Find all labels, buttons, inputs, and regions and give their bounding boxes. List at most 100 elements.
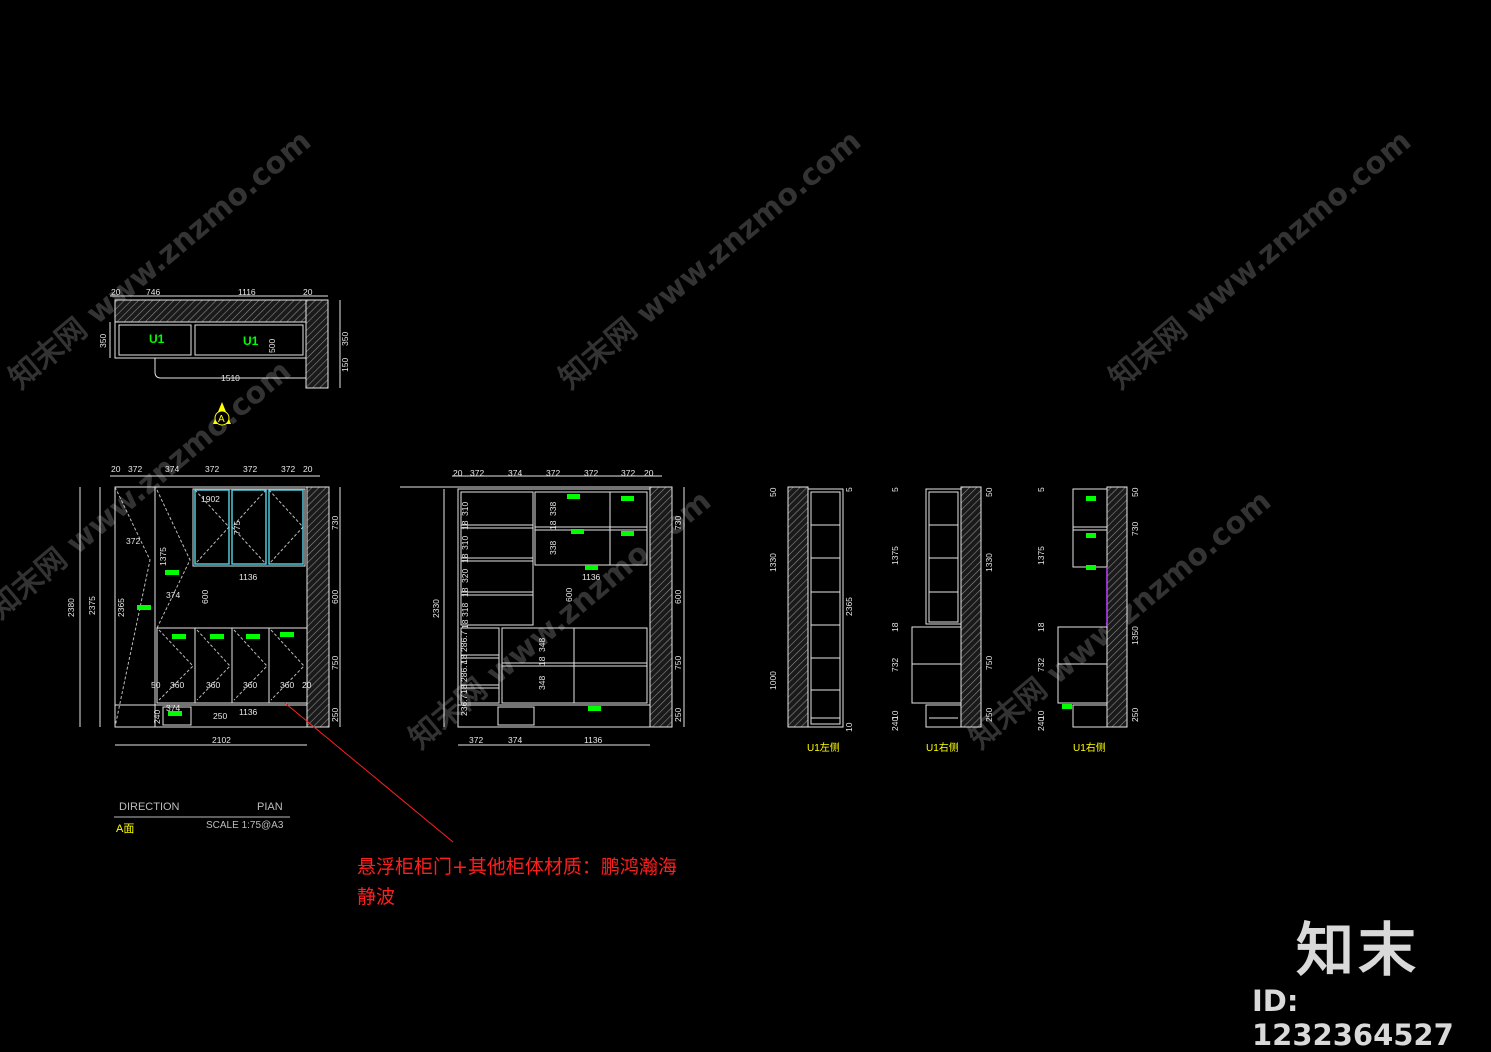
elev-a-upper-cabinet [192,488,306,567]
svg-text:10: 10 [1036,710,1046,720]
plan-cabinet-u1-left [118,324,192,356]
svg-text:338: 338 [548,502,558,516]
direction-marker: A [213,402,231,426]
svg-text:310: 310 [460,536,470,550]
svg-text:20: 20 [644,468,654,478]
svg-text:732: 732 [1036,658,1046,672]
svg-text:775: 775 [232,521,242,535]
svg-text:5: 5 [1036,487,1046,492]
svg-text:372: 372 [281,464,295,474]
plan-cabinet-u1-right [194,324,304,356]
svg-text:360: 360 [206,680,220,690]
side-view-right-dims: 5 1375 18 732 10 240 50 1330 750 250 [890,487,994,731]
svg-text:600: 600 [200,590,210,604]
plan-dim: 20 [303,287,313,297]
svg-text:1375: 1375 [1036,546,1046,565]
svg-text:372: 372 [546,468,560,478]
svg-text:286.7: 286.7 [459,660,469,682]
side-view-right [911,486,982,728]
svg-text:1136: 1136 [582,572,601,582]
svg-text:320: 320 [460,569,470,583]
svg-text:730: 730 [330,516,340,530]
plan-dim: 20 [111,287,121,297]
svg-text:2365: 2365 [844,597,854,616]
svg-text:372: 372 [243,464,257,474]
svg-text:10: 10 [890,710,900,720]
watermark-layer: 知末网 www.znzmo.com 知末网 www.znzmo.com 知末网 … [0,124,1418,757]
svg-text:1330: 1330 [768,553,778,572]
svg-text:374: 374 [165,464,179,474]
plan-dim: 350 [98,334,108,348]
plan-wall-back [114,299,307,323]
svg-text:374: 374 [508,735,522,745]
side-view-left-dims: 50 1330 1000 5 2365 10 [768,487,854,732]
svg-text:240: 240 [152,710,162,724]
plan-label: PIAN [257,801,283,813]
svg-text:236.7: 236.7 [459,694,469,716]
elev-a-wall [306,486,330,728]
svg-text:730: 730 [1130,522,1140,536]
svg-text:250: 250 [330,708,340,722]
plan-view [109,295,341,389]
svg-text:372: 372 [205,464,219,474]
elevation-b [400,475,685,746]
svg-text:348: 348 [537,676,547,690]
plan-dim: 350 [340,332,350,346]
svg-text:18: 18 [460,587,470,597]
svg-text:50: 50 [1130,487,1140,497]
svg-text:2330: 2330 [431,599,441,618]
plan-wall [305,299,329,389]
svg-text:240: 240 [890,717,900,731]
unit-label: U1 [243,334,259,348]
svg-text:20: 20 [453,468,463,478]
svg-text:18: 18 [548,520,558,530]
svg-text:372: 372 [584,468,598,478]
svg-text:18: 18 [460,619,470,629]
elev-a-dims: 20 372 374 372 372 372 20 2380 2375 2365… [66,464,340,745]
view-name: A面 [116,823,135,835]
side-view-right-2-dims: 5 1375 18 732 10 240 50 730 1350 250 [1036,487,1140,731]
plan-dim: 1116 [238,287,256,297]
svg-text:250: 250 [213,711,227,721]
svg-text:1000: 1000 [768,671,778,690]
svg-text:750: 750 [984,656,994,670]
svg-text:750: 750 [330,656,340,670]
svg-text:1375: 1375 [158,547,168,566]
side-view-caption: U1右侧 [926,741,959,754]
svg-text:18: 18 [459,684,469,694]
elev-b-outline [457,488,651,728]
svg-text:18: 18 [890,622,900,632]
svg-text:50: 50 [151,680,161,690]
svg-text:348: 348 [537,638,547,652]
image-id: ID: 1232364527 [1252,984,1454,1052]
elevation-a [79,475,341,746]
svg-text:750: 750 [673,656,683,670]
side-view-caption: U1右侧 [1073,741,1106,754]
svg-text:732: 732 [890,658,900,672]
svg-text:338: 338 [548,541,558,555]
svg-text:18: 18 [1036,622,1046,632]
svg-text:18: 18 [460,520,470,530]
svg-text:5: 5 [890,487,900,492]
annotation-leader [284,702,454,843]
svg-text:372: 372 [621,468,635,478]
svg-text:1375: 1375 [890,546,900,565]
svg-text:372: 372 [126,536,140,546]
svg-text:372: 372 [128,464,142,474]
svg-text:50: 50 [984,487,994,497]
side-view-left [787,486,844,728]
svg-text:10: 10 [844,722,854,732]
svg-text:20: 20 [303,464,313,474]
svg-text:286.7: 286.7 [459,630,469,652]
direction-label: DIRECTION [119,801,180,813]
svg-text:250: 250 [984,708,994,722]
elev-b-wall [649,486,673,728]
plan-counter-line [154,358,306,379]
svg-text:374: 374 [166,590,180,600]
svg-text:360: 360 [170,680,184,690]
unit-label: U1 [149,332,165,346]
svg-text:1136: 1136 [239,572,258,582]
direction-marker-label: A [218,414,225,425]
svg-text:18: 18 [459,654,469,664]
svg-text:18: 18 [460,553,470,563]
